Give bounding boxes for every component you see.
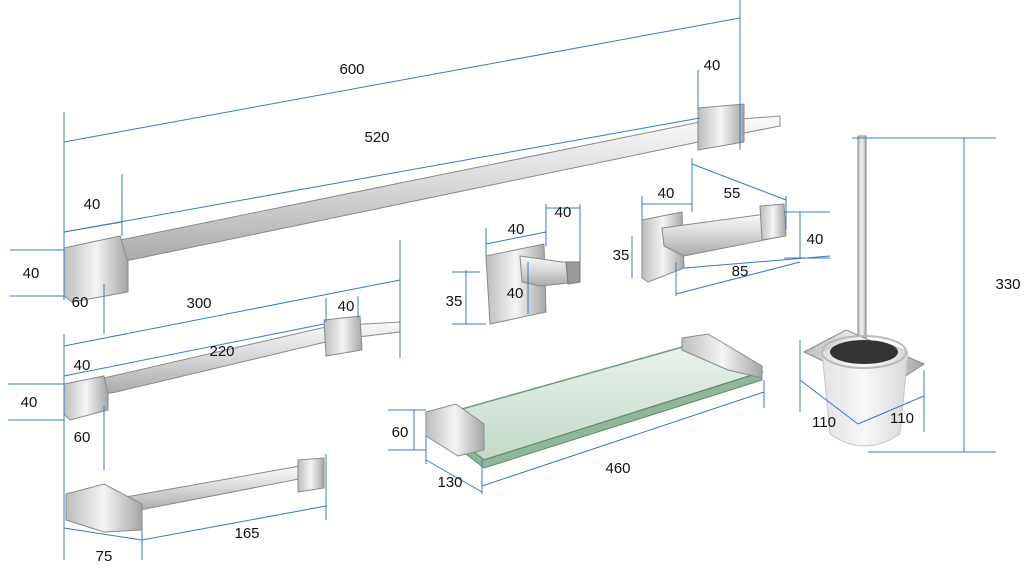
towel-ring-width-label: 165	[234, 525, 259, 542]
glass-shelf-height-label: 60	[392, 424, 409, 441]
mid-bar-projection-label: 60	[74, 429, 91, 446]
brush-bristles	[830, 340, 898, 364]
mid-bar-overall-label: 300	[186, 295, 211, 312]
towel-ring-dimension-lines	[63, 454, 327, 560]
robe-hook-dimension-lines	[452, 204, 581, 325]
mid-bar-right-bracket-label: 40	[338, 298, 355, 315]
brush-handle	[857, 135, 867, 355]
mid-bar-span-label: 220	[209, 343, 234, 360]
towel-ring-depth-label: 75	[96, 548, 113, 565]
robe-hook-width-label: 40	[508, 221, 525, 238]
long-bar-left-bracket-label: 40	[84, 196, 101, 213]
toilet-brush-width-label: 110	[812, 414, 836, 431]
mid-bar-base-height-label: 40	[21, 394, 38, 411]
toilet-brush-holder	[802, 135, 926, 447]
mid-bar-left-bracket-label: 40	[74, 357, 91, 374]
paper-holder-depth-label: 40	[807, 231, 824, 248]
robe-hook	[485, 243, 581, 325]
long-bar-span-label: 520	[364, 129, 389, 146]
paper-holder-dimension-lines	[631, 158, 831, 296]
long-bar-left-bracket	[63, 235, 129, 303]
long-bar-right-bracket-label: 40	[704, 57, 721, 74]
long-bar-dimension-lines	[10, 0, 741, 334]
toilet-brush-dimension-lines	[799, 137, 996, 453]
glass-shelf-length-label: 460	[605, 460, 630, 477]
towel-ring-end-cap	[297, 457, 325, 493]
long-towel-bar	[63, 103, 781, 303]
paper-holder	[641, 203, 787, 283]
long-bar-overall-label: 600	[339, 61, 364, 78]
mid-towel-bar	[63, 315, 401, 421]
paper-holder-end-cap	[759, 203, 787, 241]
glass-shelf-right-bracket	[681, 333, 763, 379]
glass-shelf	[425, 333, 765, 469]
paper-holder-top-width-label: 55	[724, 185, 741, 202]
mid-bar-right-bracket	[323, 315, 363, 357]
towel-ring-base	[65, 483, 143, 533]
brush-cup-rim	[821, 335, 907, 369]
glass-shelf-depth-label: 130	[437, 474, 462, 491]
toilet-brush-height-label: 330	[995, 276, 1020, 293]
robe-hook-depth-label: 40	[555, 204, 572, 221]
robe-hook-height-label: 35	[446, 293, 463, 310]
mid-bar-dimension-lines	[8, 240, 401, 560]
toilet-brush-depth-label: 110	[890, 410, 914, 427]
long-bar-base-height-label: 40	[23, 265, 40, 282]
paper-holder-back-label: 40	[658, 185, 675, 202]
robe-hook-tip	[565, 261, 581, 285]
mid-bar-left-bracket	[63, 375, 109, 421]
paper-holder-height-label: 35	[613, 247, 630, 264]
towel-ring-rail	[119, 465, 323, 513]
towel-ring	[65, 457, 325, 533]
robe-hook-front-label: 40	[507, 285, 524, 302]
long-bar-projection-label: 60	[72, 294, 89, 311]
glass-shelf-dimension-lines	[388, 380, 765, 494]
paper-holder-bar-length-label: 85	[732, 263, 749, 280]
long-bar-right-bracket	[697, 103, 745, 151]
